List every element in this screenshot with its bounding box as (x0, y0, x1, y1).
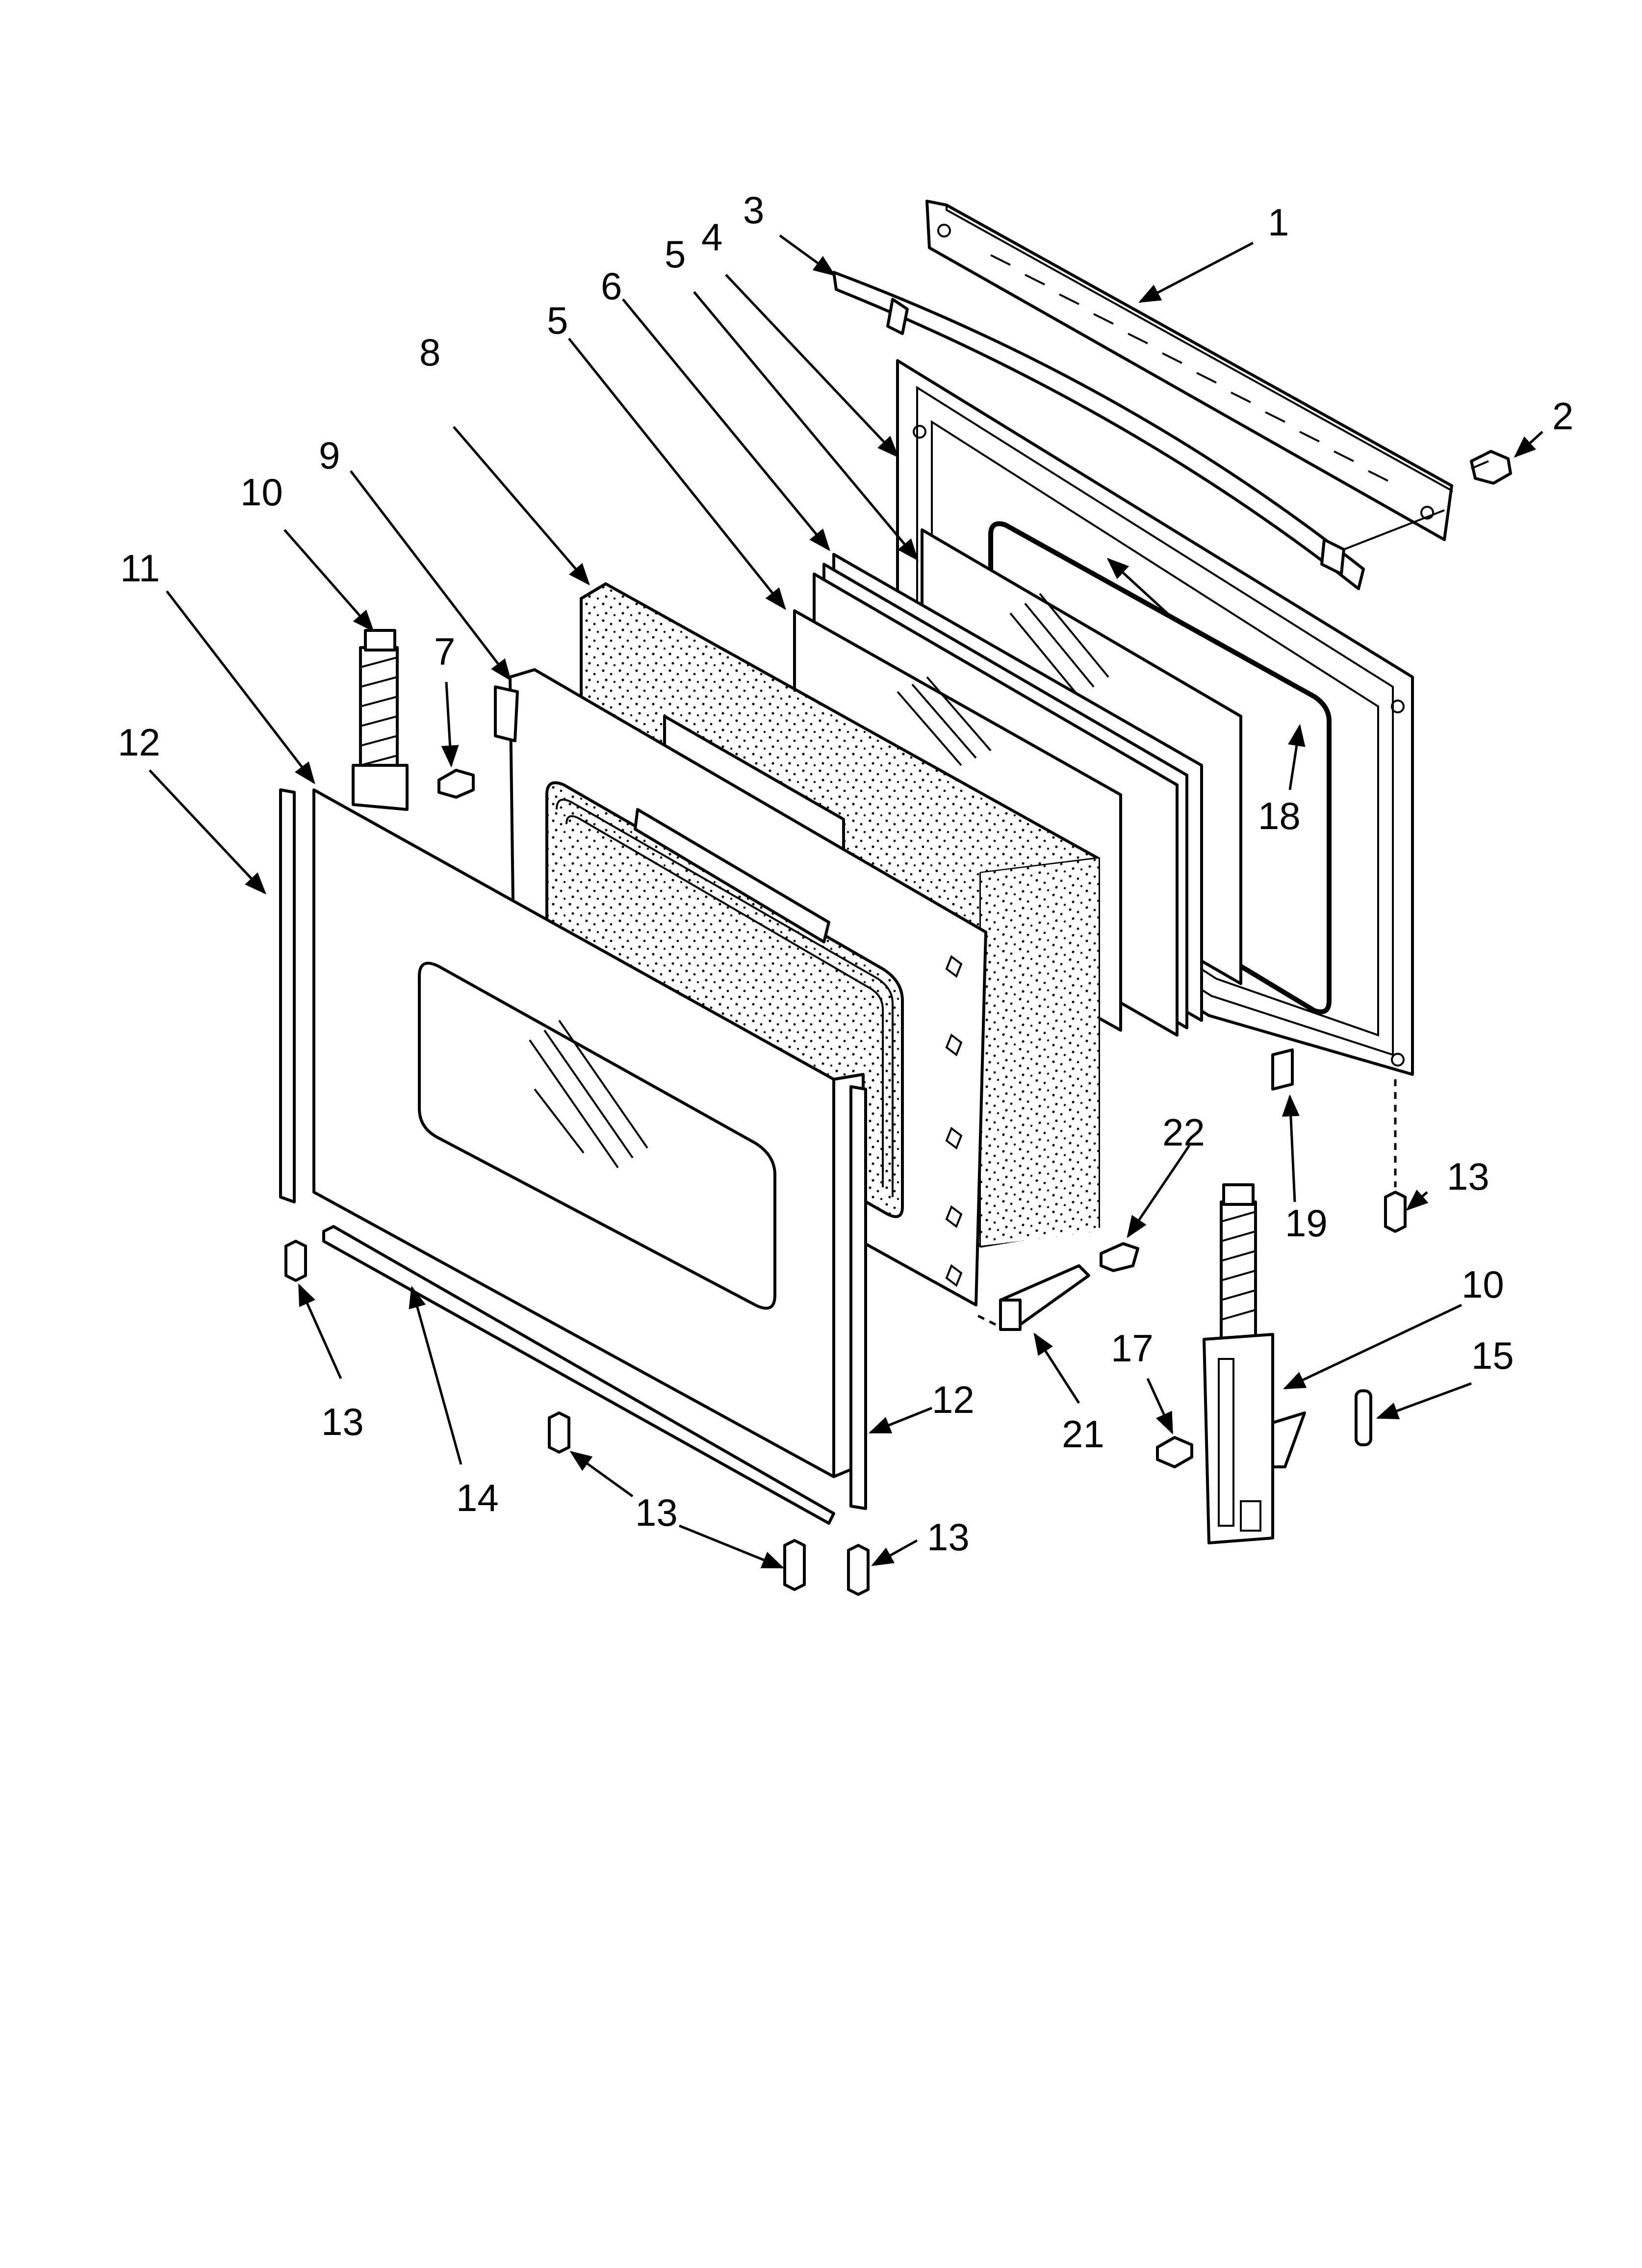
screw-part-13-right (1384, 1191, 1407, 1233)
outer-door-panel-part (312, 788, 865, 1478)
hinge-part-right (1203, 1183, 1306, 1544)
clip-part-19 (1271, 1048, 1294, 1091)
callout-17: 17 (1111, 1327, 1154, 1370)
callout-13-left: 13 (321, 1400, 364, 1443)
bracket-part-21 (999, 1264, 1090, 1331)
screw-part-13-left (284, 1240, 307, 1282)
callout-21: 21 (1062, 1412, 1104, 1456)
callout-9: 9 (319, 434, 340, 477)
screw-part-13-bottom-a (548, 1411, 570, 1454)
screw-part-17 (1156, 1436, 1193, 1468)
callout-19: 19 (1285, 1201, 1328, 1245)
vent-trim-part (925, 200, 1453, 541)
callout-1: 1 (1268, 201, 1289, 244)
screw-part-22 (1100, 1242, 1139, 1272)
callout-10-right: 10 (1462, 1263, 1504, 1306)
screw-part-2 (1470, 450, 1512, 485)
side-trim-part-right (849, 1085, 867, 1510)
callout-2: 2 (1552, 394, 1573, 438)
side-trim-part-left (279, 788, 296, 1203)
callout-8: 8 (419, 331, 440, 374)
bottom-trim-part (322, 1225, 835, 1525)
handle-part (832, 271, 1445, 590)
callout-12-left: 12 (118, 721, 160, 764)
callout-15: 15 (1471, 1334, 1514, 1377)
leader-lines (149, 234, 1543, 1569)
callout-18: 18 (1258, 794, 1301, 837)
callout-14: 14 (456, 1476, 499, 1519)
callout-3: 3 (743, 188, 764, 232)
hinge-part-left (352, 629, 409, 811)
callout-5-lower: 5 (547, 299, 568, 342)
callout-6: 6 (601, 264, 622, 308)
callout-7: 7 (434, 630, 455, 673)
callout-11: 11 (120, 547, 160, 590)
screw-part-13-bottom-b (783, 1539, 806, 1591)
callout-4: 4 (701, 215, 722, 259)
screw-part-13-bottom-c (847, 1544, 870, 1596)
callout-13-bottom: 13 (635, 1491, 678, 1534)
callout-13-right: 13 (1447, 1155, 1489, 1198)
clip-part-15 (1355, 1389, 1372, 1446)
callout-12-right: 12 (932, 1378, 975, 1421)
callout-13-bottom-right: 13 (927, 1515, 970, 1559)
callout-5-upper: 5 (665, 233, 686, 276)
callout-22: 22 (1162, 1111, 1205, 1154)
screw-part-7 (437, 769, 475, 799)
callout-10-left: 10 (240, 470, 283, 514)
